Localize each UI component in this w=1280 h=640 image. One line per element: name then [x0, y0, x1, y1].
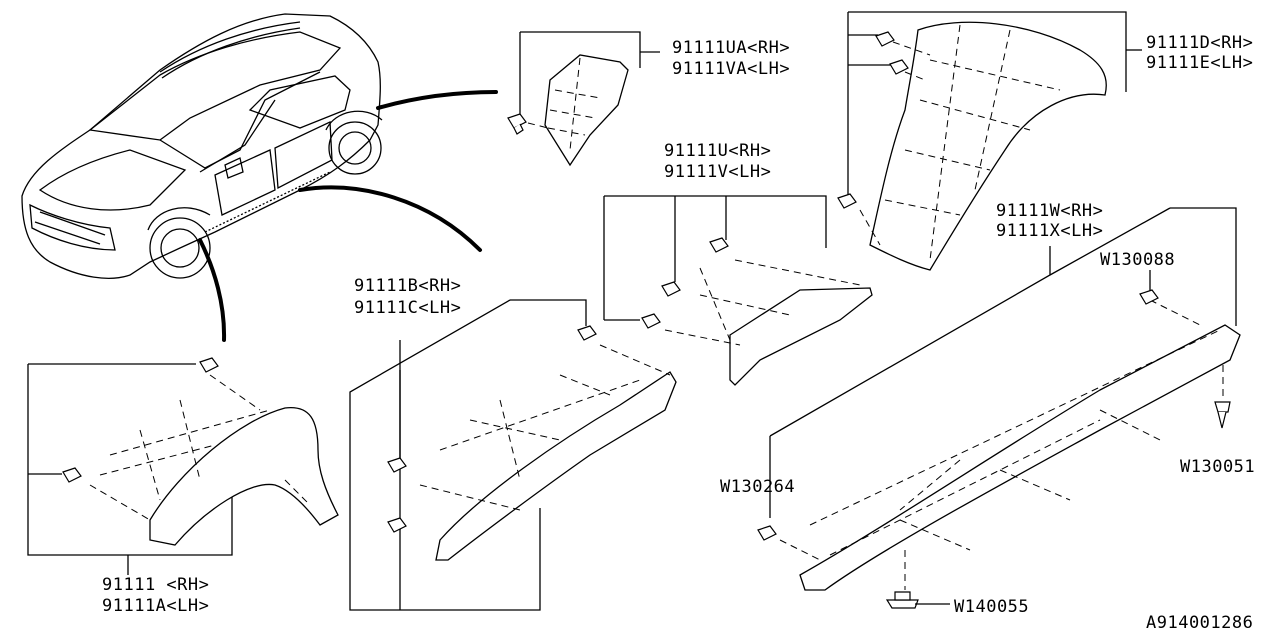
label-91111a-lh: 91111A<LH> [102, 596, 209, 616]
part-rear-door-group [603, 195, 873, 386]
leader-front-arch [198, 238, 227, 342]
label-91111c-lh: 91111C<LH> [354, 298, 461, 318]
part-front-arch-group [27, 357, 339, 575]
clip-icon [757, 289, 1231, 609]
label-91111ua-rh: 91111UA<RH> [672, 38, 790, 58]
label-91111b-rh: 91111B<RH> [354, 276, 461, 296]
label-91111-rh: 91111 <RH> [102, 575, 209, 595]
label-w130051: W130051 [1180, 457, 1255, 477]
vehicle-illustration [21, 13, 383, 279]
label-w140055: W140055 [954, 597, 1029, 617]
part-side-sill-group [757, 207, 1241, 609]
clip-icon [837, 31, 909, 209]
part-rear-fender-group [507, 31, 660, 167]
part-front-door-group [349, 299, 677, 611]
part-rear-arch-group [837, 11, 1142, 271]
leader-side-sill [298, 185, 482, 252]
clip-icon [507, 113, 527, 135]
clip-icon [62, 357, 219, 483]
label-w130088: W130088 [1100, 250, 1175, 270]
label-91111v-lh: 91111V<LH> [664, 162, 771, 182]
label-91111w-rh: 91111W<RH> [996, 201, 1103, 221]
label-91111d-rh: 91111D<RH> [1146, 33, 1253, 53]
clip-icon [641, 237, 729, 329]
clip-icon [387, 325, 597, 533]
label-w130264: W130264 [720, 477, 795, 497]
label-91111x-lh: 91111X<LH> [996, 221, 1103, 241]
diagram-id: A914001286 [1146, 613, 1253, 633]
label-91111e-lh: 91111E<LH> [1146, 53, 1253, 73]
leader-rear-fender [376, 90, 498, 110]
label-91111u-rh: 91111U<RH> [664, 141, 771, 161]
label-91111va-lh: 91111VA<LH> [672, 59, 790, 79]
